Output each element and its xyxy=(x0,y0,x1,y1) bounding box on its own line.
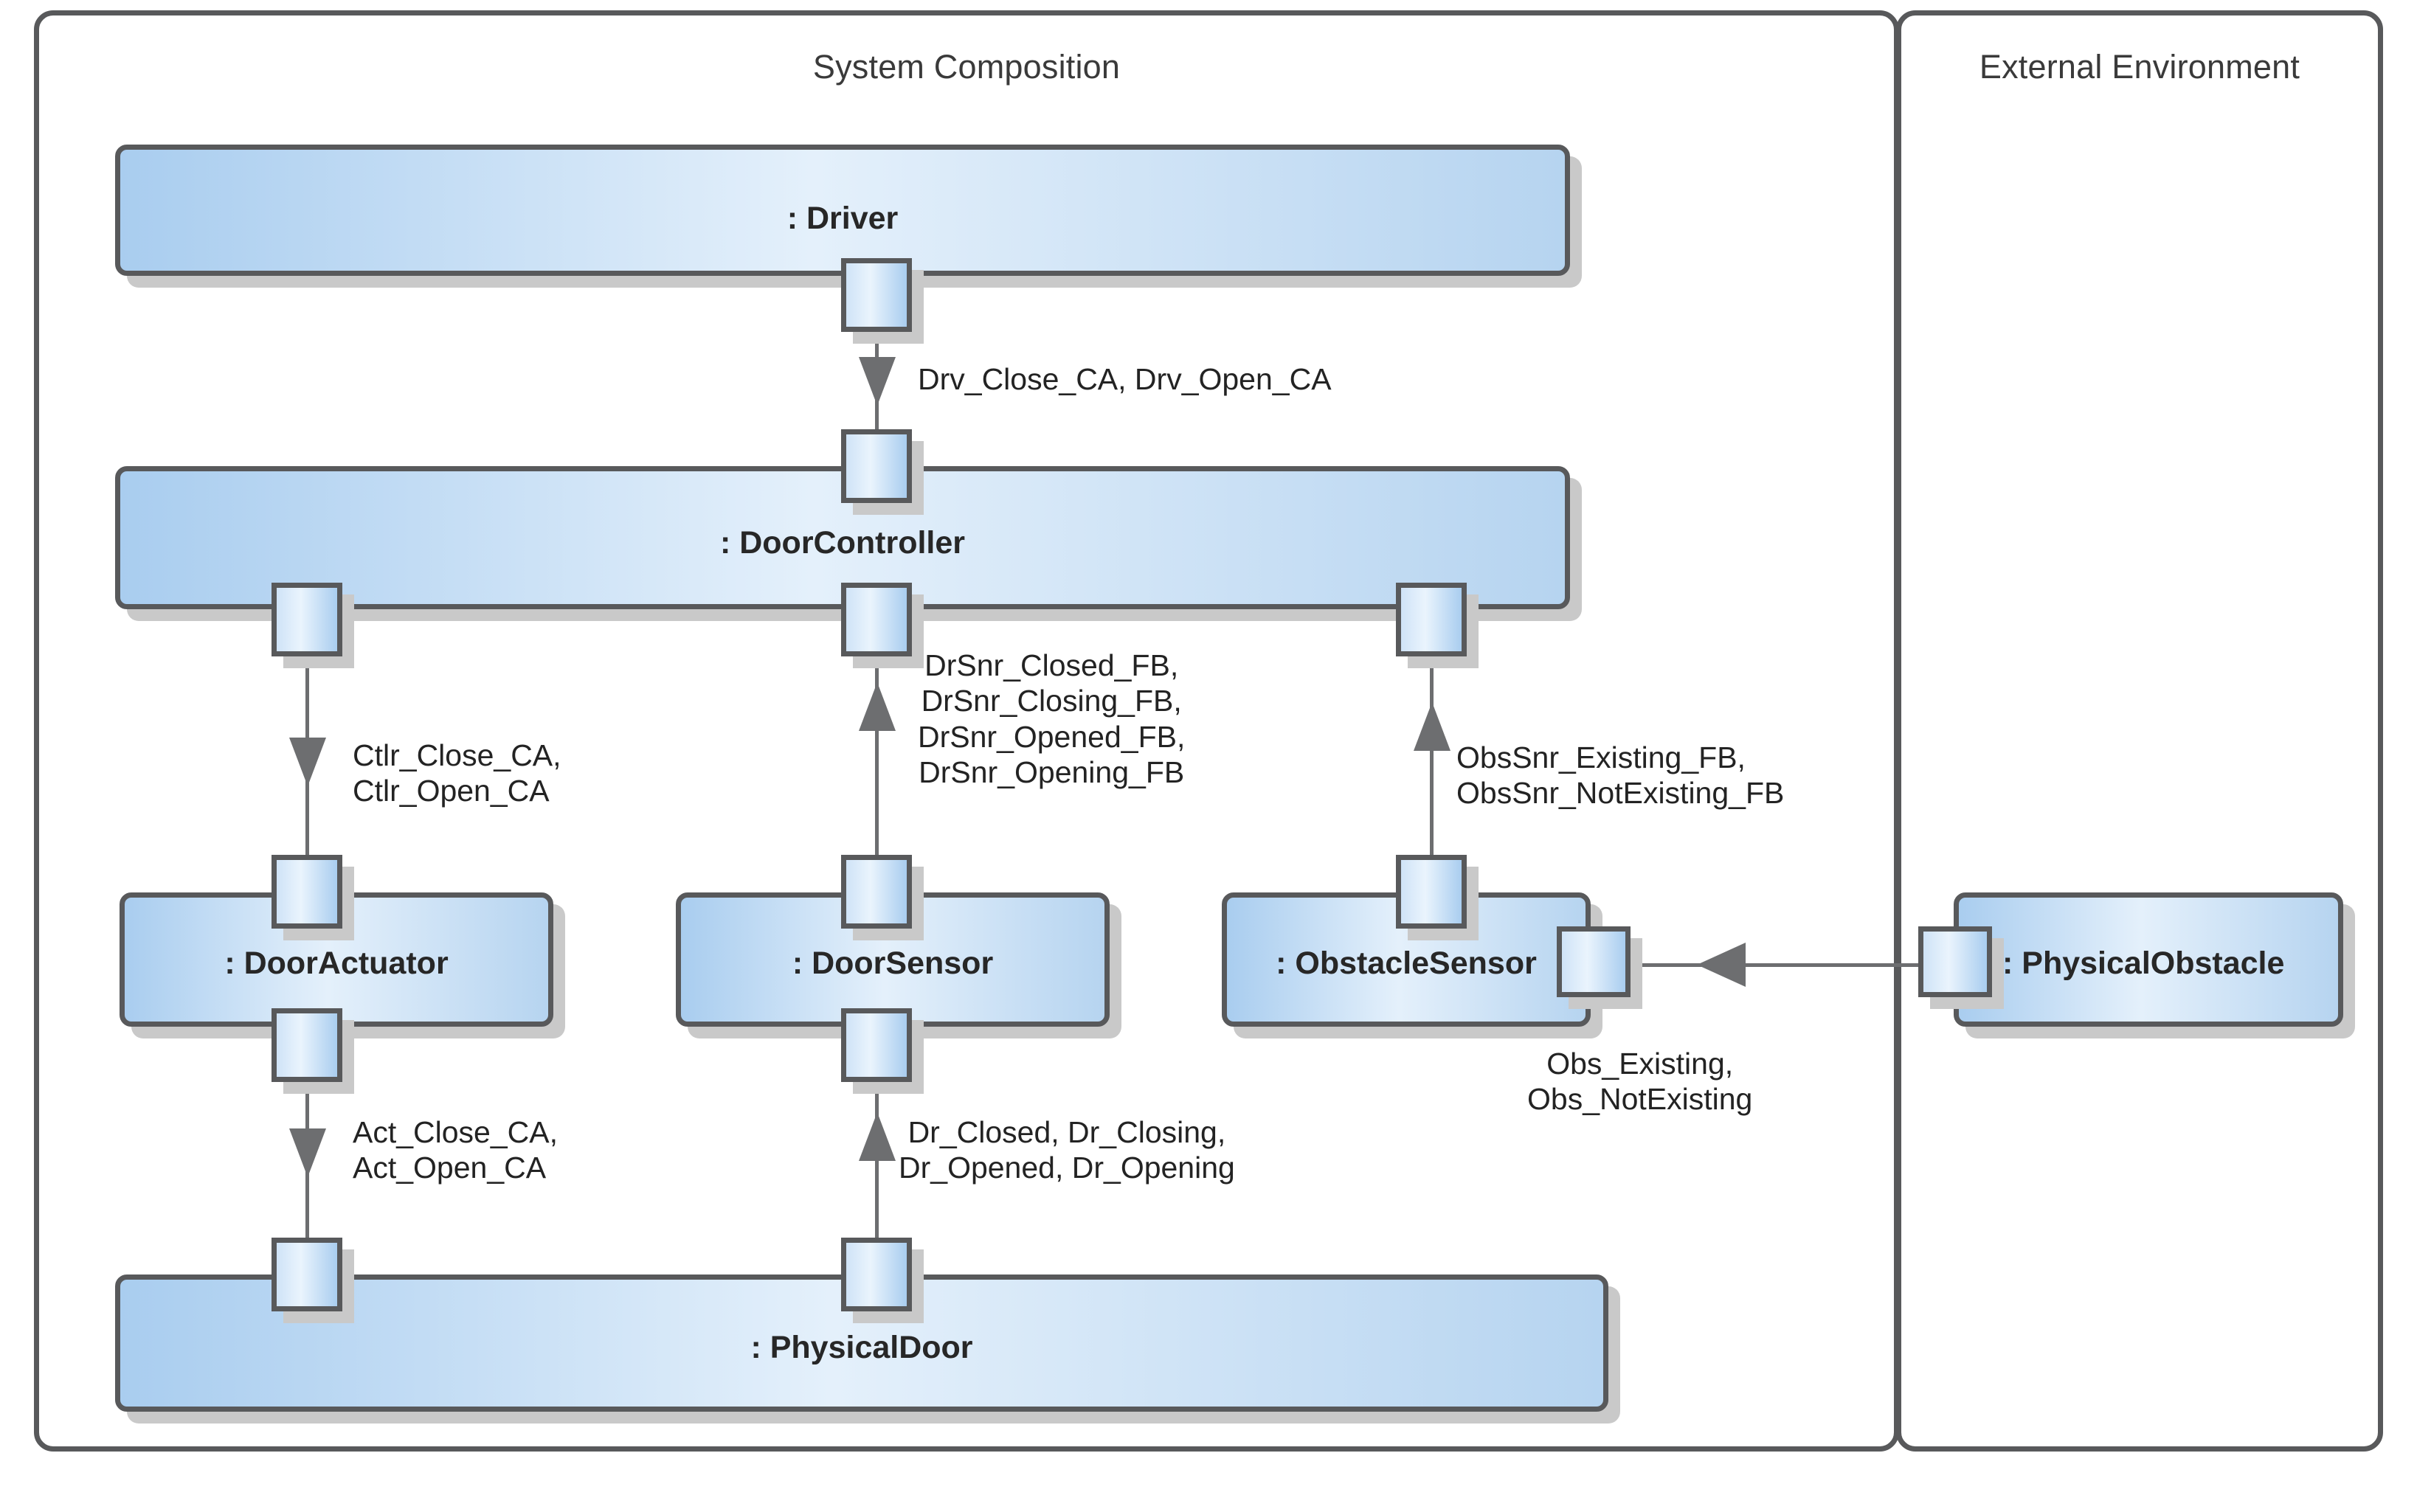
door-sensor-port-controller-out[interactable] xyxy=(841,855,912,929)
part-driver-label: : Driver xyxy=(786,201,899,236)
door-controller-port-obstaclesensor-in[interactable] xyxy=(1396,583,1467,656)
door-controller-port-doorsensor-in[interactable] xyxy=(841,583,912,656)
physical-obstacle-port-sensor-out[interactable] xyxy=(1918,926,1992,997)
arrow-actuator-to-door xyxy=(289,1128,326,1177)
label-line: Act_Open_CA xyxy=(353,1151,547,1185)
label-line: Dr_Opened, Dr_Opening xyxy=(899,1151,1235,1185)
label-obstacle-to-obstaclesensor: Obs_Existing, Obs_NotExisting xyxy=(1527,1046,1752,1117)
label-doorsensor-to-controller: DrSnr_Closed_FB, DrSnr_Closing_FB, DrSnr… xyxy=(918,648,1185,791)
label-line: Ctlr_Open_CA xyxy=(353,774,550,808)
part-driver[interactable] xyxy=(115,145,1570,276)
label-obstaclesensor-to-controller: ObsSnr_Existing_FB, ObsSnr_NotExisting_F… xyxy=(1456,740,1784,811)
label-line: Drv_Close_CA, Drv_Open_CA xyxy=(918,362,1332,396)
label-controller-to-actuator: Ctlr_Close_CA, Ctlr_Open_CA xyxy=(353,738,561,809)
label-line: Dr_Closed, Dr_Closing, xyxy=(907,1115,1226,1149)
label-line: ObsSnr_NotExisting_FB xyxy=(1456,776,1785,811)
panel-external-environment-title: External Environment xyxy=(1979,48,2300,86)
label-line: Ctlr_Close_CA, xyxy=(353,738,561,772)
label-line: Obs_NotExisting xyxy=(1527,1082,1753,1117)
label-line: DrSnr_Opened_FB, xyxy=(918,719,1186,754)
connector-obstaclesensor-to-controller-line xyxy=(1430,631,1434,881)
physical-door-port-actuator-in[interactable] xyxy=(272,1238,342,1311)
arrow-obstaclesensor-to-controller xyxy=(1414,702,1450,751)
label-line: DrSnr_Opening_FB xyxy=(919,755,1185,790)
panel-system-composition-title: System Composition xyxy=(812,48,1121,86)
arrow-doorsensor-to-controller xyxy=(859,682,896,731)
part-door-sensor-label: : DoorSensor xyxy=(792,946,994,981)
door-sensor-port-door-in[interactable] xyxy=(841,1008,912,1082)
label-line: DrSnr_Closing_FB, xyxy=(921,684,1182,718)
label-door-to-doorsensor: Dr_Closed, Dr_Closing, Dr_Opened, Dr_Ope… xyxy=(899,1114,1235,1186)
connector-doorsensor-to-controller-line xyxy=(875,631,879,881)
label-line: Act_Close_CA, xyxy=(353,1115,559,1149)
door-actuator-port-door-out[interactable] xyxy=(272,1008,342,1082)
label-line: DrSnr_Closed_FB, xyxy=(924,648,1179,682)
door-actuator-port-controller-in[interactable] xyxy=(272,855,342,929)
label-line: ObsSnr_Existing_FB, xyxy=(1456,741,1746,774)
obstacle-sensor-port-obstacle-in[interactable] xyxy=(1557,926,1631,997)
part-physical-obstacle[interactable] xyxy=(1954,892,2343,1027)
obstacle-sensor-port-controller-out[interactable] xyxy=(1396,855,1467,929)
label-driver-to-controller: Drv_Close_CA, Drv_Open_CA xyxy=(918,361,1332,397)
part-obstacle-sensor-label: : ObstacleSensor xyxy=(1276,946,1537,981)
arrow-driver-to-controller xyxy=(859,357,896,406)
door-controller-port-driver-in[interactable] xyxy=(841,429,912,503)
door-controller-port-actuator-out[interactable] xyxy=(272,583,342,656)
label-actuator-to-door: Act_Close_CA, Act_Open_CA xyxy=(353,1114,558,1186)
part-door-controller-label: : DoorController xyxy=(719,525,966,561)
part-door-actuator-label: : DoorActuator xyxy=(224,946,449,981)
connector-obstacle-to-obstaclesensor-line xyxy=(1608,963,1930,967)
arrow-controller-to-actuator xyxy=(289,738,326,786)
part-physical-obstacle-label: : PhysicalObstacle xyxy=(2002,946,2285,981)
label-line: Obs_Existing, xyxy=(1546,1047,1734,1081)
panel-external-environment: External Environment xyxy=(1896,10,2383,1452)
part-physical-door-label: : PhysicalDoor xyxy=(750,1330,973,1365)
driver-port-out[interactable] xyxy=(841,258,912,332)
physical-door-port-sensor-out[interactable] xyxy=(841,1238,912,1311)
arrow-door-to-doorsensor xyxy=(859,1112,896,1161)
arrow-obstacle-to-obstaclesensor xyxy=(1697,943,1746,987)
